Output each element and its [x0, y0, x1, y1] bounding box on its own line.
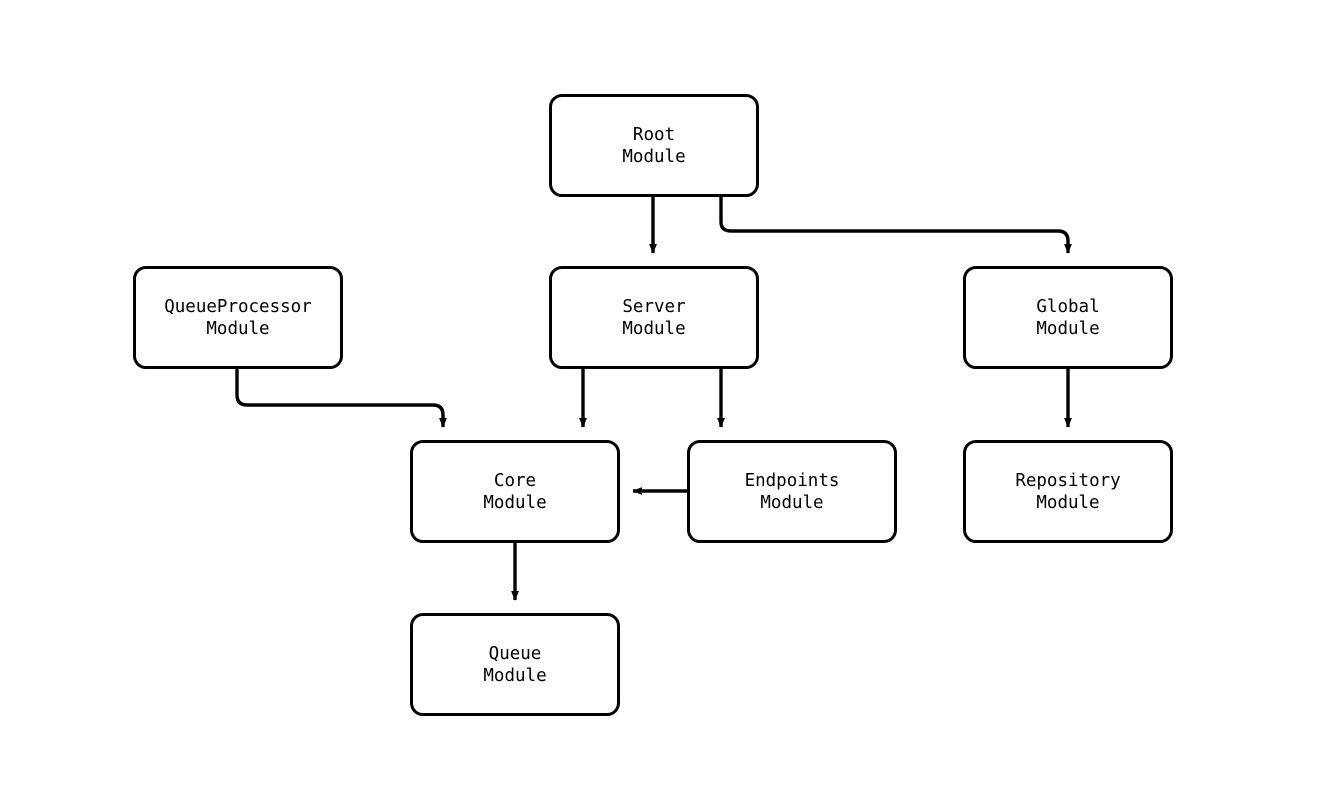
- node-server[interactable]: Server Module: [549, 266, 759, 369]
- diagram-edges: [235, 197, 1072, 601]
- edge-root-to-global: [719, 197, 1072, 254]
- node-label-queue: Queue Module: [483, 643, 547, 686]
- node-global[interactable]: Global Module: [963, 266, 1173, 369]
- node-label-queueprocessor: QueueProcessor Module: [164, 296, 312, 339]
- node-label-root: Root Module: [622, 124, 686, 167]
- node-endpoints[interactable]: Endpoints Module: [687, 440, 897, 543]
- node-label-core: Core Module: [483, 470, 547, 513]
- node-label-endpoints: Endpoints Module: [744, 470, 840, 513]
- node-queue[interactable]: Queue Module: [410, 613, 620, 716]
- node-core[interactable]: Core Module: [410, 440, 620, 543]
- node-label-global: Global Module: [1036, 296, 1100, 339]
- edge-queueprocessor-to-core: [235, 369, 447, 428]
- node-repository[interactable]: Repository Module: [963, 440, 1173, 543]
- node-root[interactable]: Root Module: [549, 94, 759, 197]
- node-queueprocessor[interactable]: QueueProcessor Module: [133, 266, 343, 369]
- node-label-server: Server Module: [622, 296, 686, 339]
- node-label-repository: Repository Module: [1015, 470, 1121, 513]
